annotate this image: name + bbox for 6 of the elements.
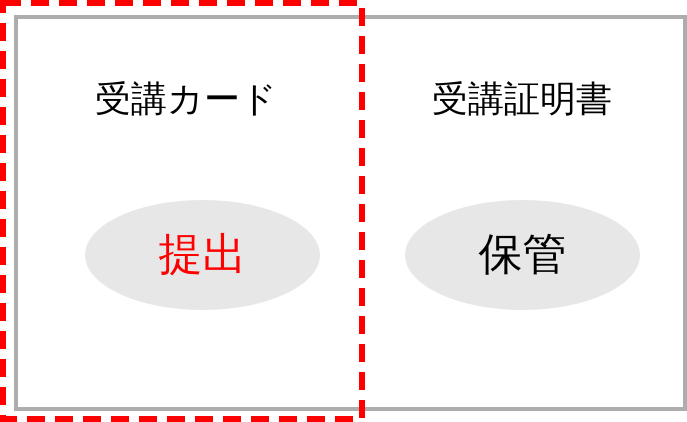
- heading: 受講証明書: [432, 80, 612, 120]
- frame-box: [14, 15, 687, 411]
- ellipse: 保管: [405, 200, 640, 310]
- highlight-frame: [0, 0, 365, 422]
- heading: 受講カード: [95, 80, 277, 120]
- ellipse: 提出: [85, 200, 320, 310]
